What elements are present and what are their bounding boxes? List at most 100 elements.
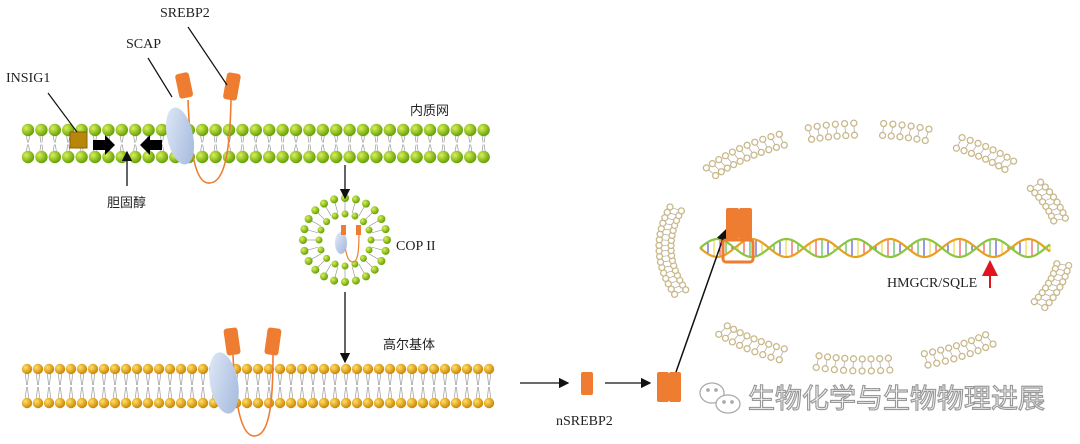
lipid-head [1026,184,1035,193]
lipid-head [315,236,323,244]
lipid-head [197,363,209,375]
lipid-tail [347,136,352,151]
lipid-head [285,363,297,375]
lipid-head [311,206,320,215]
lipid-head [708,160,717,168]
lipid-head [54,397,66,409]
lipid-head [736,157,744,165]
lipid-head [370,123,383,137]
lipid-head [417,363,429,375]
lipid-head [88,150,102,164]
lipid-head [477,123,490,137]
lipid-head [341,278,349,286]
lipid-head [209,150,222,164]
dna-bound-dimer [739,208,752,239]
lipid-head [383,150,396,164]
lipid-head [966,136,974,145]
lipid-head [241,397,253,409]
lipid-tail [322,374,326,398]
lipid-tail [388,374,392,398]
lipid-head [362,397,374,409]
lipid-tail [267,374,271,398]
lipid-head [417,397,429,409]
lipid-head [142,123,155,137]
lipid-head [960,339,968,347]
lipid-head [437,150,450,164]
lipid-head [142,363,154,375]
lipid-head [1041,284,1050,292]
lipid-head [304,257,313,265]
lipid-head [721,152,730,160]
lipid-head [300,246,309,255]
lipid-head [65,363,77,375]
lipid-head [439,397,451,409]
lipid-head [944,344,953,352]
lipid-head [839,366,848,374]
lipid-head [87,363,99,375]
lipid-head [115,123,128,137]
vesicle-scap [335,232,347,254]
lipid-head [320,199,328,208]
lipid-head [383,123,396,137]
label-insig1: INSIG1 [6,71,50,86]
lipid-head [450,150,463,164]
arrow-right-icon [93,135,115,155]
lipid-head [880,119,888,128]
lipid-head [974,152,983,160]
er-membrane [21,123,490,164]
lipid-head [263,363,275,375]
lipid-head [450,123,463,137]
lipid-head [384,397,396,409]
lipid-head [356,150,370,164]
lipid-head [373,363,385,375]
lipid-head [884,354,893,362]
lipid-head [249,150,262,164]
lipid-tail [374,136,379,151]
lipid-head [289,150,303,164]
lipid-head [61,150,75,164]
lipid-head [316,150,329,164]
lipid-head [1001,165,1009,174]
lipid-tail [254,136,258,151]
lipid-head [461,397,473,409]
lipid-head [780,345,788,353]
lipid-head [717,168,725,176]
lipid-head [729,325,738,334]
golgi-scap [209,352,239,414]
lipid-tail [321,136,325,151]
lipid-head [395,363,407,375]
lipid-tail [377,374,381,398]
lipid-tail [465,374,469,398]
lipid-head [164,363,176,375]
lipid-head [1049,293,1057,302]
dna-bound-dimer [726,208,739,239]
lipid-tail [351,266,356,279]
lipid-head [878,131,887,140]
lipid-head [397,123,410,137]
lipid-head [765,340,773,348]
lipid-tail [364,211,374,221]
lipid-head [410,123,423,137]
lipid-head [175,397,187,409]
lipid-tail [388,136,392,151]
lipid-tail [334,136,338,151]
lipid-head [995,162,1003,170]
lipid-head [318,363,330,375]
lipid-head [76,363,88,375]
lipid-head [765,146,773,154]
lipid-head [365,246,373,254]
lipid-tail [179,374,183,398]
lipid-head [155,123,169,137]
lipid-head [898,121,906,129]
lipid-head [804,124,812,132]
lipid-head [330,195,339,204]
lipid-head [153,363,165,375]
scap-leader-line [147,57,173,98]
lipid-head [65,397,77,409]
lipid-head [988,158,996,167]
lipid-head [1030,298,1038,306]
lipid-head [303,123,316,137]
lipid-head [285,397,297,409]
lipid-head [98,363,110,375]
